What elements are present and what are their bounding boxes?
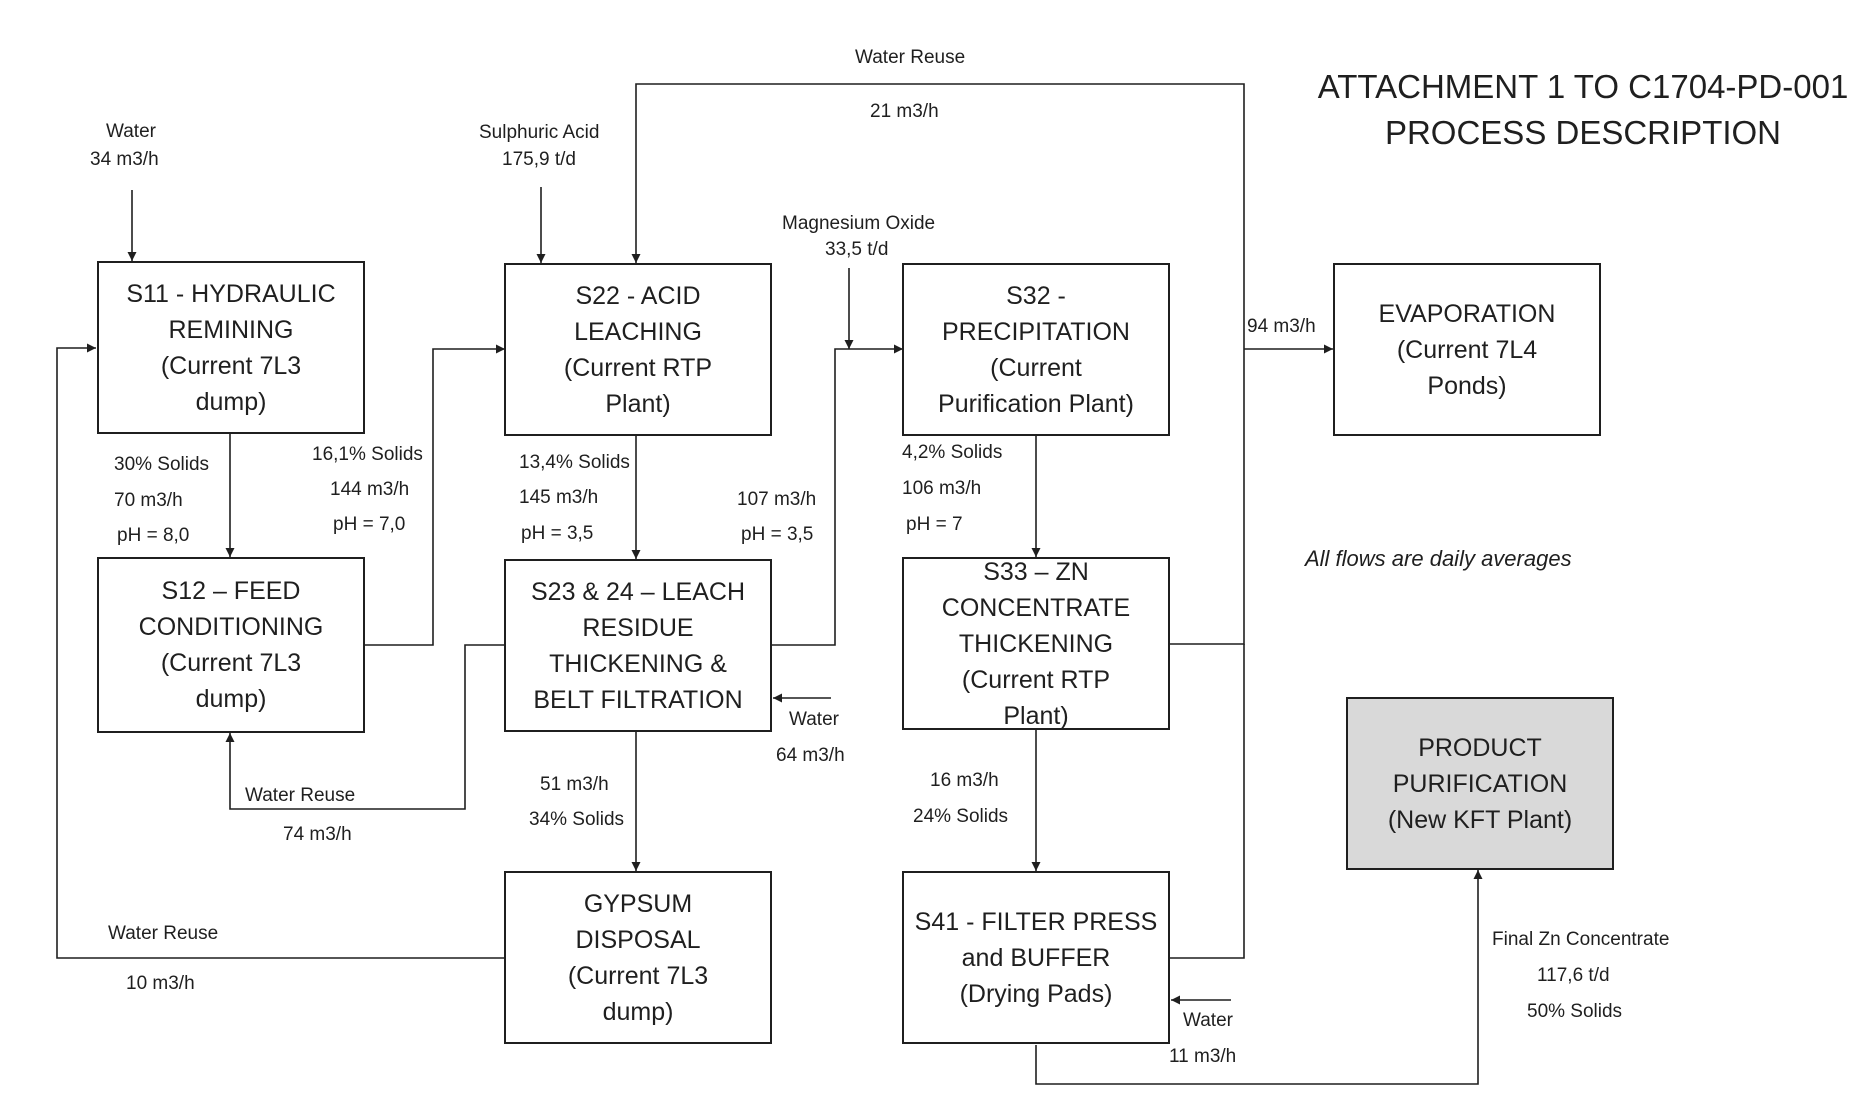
s12-feed-conditioning-box: S12 – FEED CONDITIONING (Current 7L3 dum… [97, 557, 365, 733]
final-zn-solids: 50% Solids [1527, 1001, 1623, 1022]
s33-to-s41-flow: 16 m3/h [930, 770, 999, 791]
water-feed-s23-flow: 64 m3/h [776, 745, 845, 766]
s32-precipitation-box: S32 - PRECIPITATION (Current Purificatio… [902, 263, 1170, 436]
box-text: PRECIPITATION [942, 317, 1130, 346]
box-text: dump) [602, 997, 674, 1026]
mgo-feed-label: Magnesium Oxide [782, 213, 936, 234]
box-text: S23 & 24 – LEACH [530, 577, 745, 606]
daily-average-note: All flows are daily averages [1305, 546, 1572, 571]
s23-24-leach-residue-box: S23 & 24 – LEACH RESIDUE THICKENING & BE… [504, 559, 772, 732]
box-text: S11 - HYDRAULIC [126, 279, 336, 308]
box-text: Plant) [1003, 701, 1069, 730]
box-text: EVAPORATION [1378, 299, 1556, 328]
s23-to-s32-ph: pH = 3,5 [741, 524, 814, 545]
water-feed-s11-flow: 34 m3/h [90, 149, 159, 170]
box-text: S22 - ACID [575, 281, 701, 310]
gypsum-disposal-box: GYPSUM DISPOSAL (Current 7L3 dump) [504, 871, 772, 1044]
box-text: BELT FILTRATION [533, 685, 743, 714]
s11-solids: 30% Solids [114, 454, 210, 475]
water-feed-s23-label: Water [789, 709, 839, 730]
final-zn-label: Final Zn Concentrate [1492, 929, 1670, 950]
water-feed-s41-label: Water [1183, 1010, 1233, 1031]
box-text: dump) [195, 387, 267, 416]
s11-hydraulic-remining-box: S11 - HYDRAULIC REMINING (Current 7L3 du… [97, 261, 365, 434]
box-text: (New KFT Plant) [1387, 805, 1573, 834]
title-line-1: ATTACHMENT 1 TO C1704-PD-001 [1317, 68, 1849, 105]
box-text: CONCENTRATE [941, 593, 1131, 622]
water-feed-s41-flow: 11 m3/h [1169, 1046, 1237, 1067]
box-text: (Current 7L3 [160, 351, 302, 380]
mgo-feed-rate: 33,5 t/d [825, 239, 889, 260]
box-text: and BUFFER [961, 943, 1111, 972]
page-title: ATTACHMENT 1 TO C1704-PD-001 PROCESS DES… [1308, 64, 1858, 156]
box-text: (Current 7L3 [567, 961, 709, 990]
water-reuse-top-flow: 21 m3/h [870, 101, 939, 122]
s32-solids: 4,2% Solids [902, 442, 1003, 463]
box-text: PURIFICATION [1392, 769, 1568, 798]
product-purification-box: PRODUCT PURIFICATION (New KFT Plant) [1346, 697, 1614, 870]
s12-ph: pH = 7,0 [333, 514, 406, 535]
s32-flow: 106 m3/h [902, 478, 982, 499]
water-reuse-bottom-flow: 10 m3/h [126, 973, 195, 994]
s12-solids: 16,1% Solids [312, 444, 423, 465]
box-text: S41 - FILTER PRESS [914, 907, 1158, 936]
s23-to-s32-flow: 107 m3/h [737, 489, 817, 510]
box-text: (Current 7L4 [1396, 335, 1538, 364]
water-reuse-mid-flow: 74 m3/h [283, 824, 352, 845]
water-feed-s11-label: Water [106, 121, 156, 142]
s22-flow: 145 m3/h [519, 487, 599, 508]
water-reuse-top-line [631, 83, 1245, 645]
box-text: Ponds) [1427, 371, 1507, 400]
box-text: (Current [990, 353, 1082, 382]
water-reuse-bottom-line [56, 343, 505, 959]
box-text: CONDITIONING [138, 613, 324, 641]
box-text: LEACHING [574, 317, 702, 346]
water-reuse-top-label: Water Reuse [855, 47, 966, 68]
gypsum-solids: 34% Solids [529, 809, 625, 830]
s22-solids: 13,4% Solids [519, 452, 630, 473]
box-text: GYPSUM [583, 889, 693, 918]
evaporation-flow: 94 m3/h [1247, 316, 1316, 337]
box-text: Purification Plant) [938, 389, 1134, 418]
s33-zn-concentrate-thickening-box: S33 – ZN CONCENTRATE THICKENING (Current… [902, 557, 1170, 730]
box-text: DISPOSAL [575, 925, 701, 954]
box-text: (Current RTP [563, 353, 713, 382]
s32-ph: pH = 7 [906, 514, 963, 535]
s12-flow: 144 m3/h [330, 479, 410, 500]
final-zn-rate: 117,6 t/d [1537, 965, 1610, 986]
water-reuse-mid-label: Water Reuse [245, 785, 356, 806]
s11-ph: pH = 8,0 [117, 525, 190, 546]
s22-acid-leaching-box: S22 - ACID LEACHING (Current RTP Plant) [504, 263, 772, 436]
box-text: S33 – ZN [983, 557, 1089, 586]
s41-to-product-line [1035, 870, 1483, 1085]
acid-feed-rate: 175,9 t/d [502, 149, 576, 170]
s22-ph: pH = 3,5 [521, 523, 594, 544]
box-text: THICKENING & [549, 649, 727, 678]
box-text: (Current 7L3 [160, 649, 302, 677]
title-line-2: PROCESS DESCRIPTION [1384, 114, 1782, 151]
water-reuse-bottom-label: Water Reuse [108, 923, 219, 944]
acid-feed-label: Sulphuric Acid [479, 122, 600, 143]
water-reuse-mid-line [225, 644, 505, 810]
gypsum-flow: 51 m3/h [540, 774, 609, 795]
s33-to-s41-solids: 24% Solids [913, 806, 1009, 827]
box-text: PRODUCT [1418, 733, 1542, 762]
box-text: S12 – FEED [161, 577, 301, 605]
box-text: Plant) [605, 389, 671, 418]
s12-to-s22-line [364, 344, 505, 646]
s41-filter-press-box: S41 - FILTER PRESS and BUFFER (Drying Pa… [902, 871, 1170, 1044]
box-text: S32 - [1006, 281, 1066, 310]
box-text: THICKENING [958, 629, 1114, 658]
s41-return-line [1169, 644, 1245, 959]
box-text: dump) [195, 685, 267, 713]
box-text: (Drying Pads) [959, 979, 1113, 1008]
box-text: RESIDUE [582, 613, 694, 642]
s11-flow: 70 m3/h [114, 490, 183, 511]
s23-to-s32-line [771, 344, 903, 646]
box-text: (Current RTP [961, 665, 1111, 694]
evaporation-box: EVAPORATION (Current 7L4 Ponds) [1333, 263, 1601, 436]
box-text: REMINING [168, 315, 294, 344]
